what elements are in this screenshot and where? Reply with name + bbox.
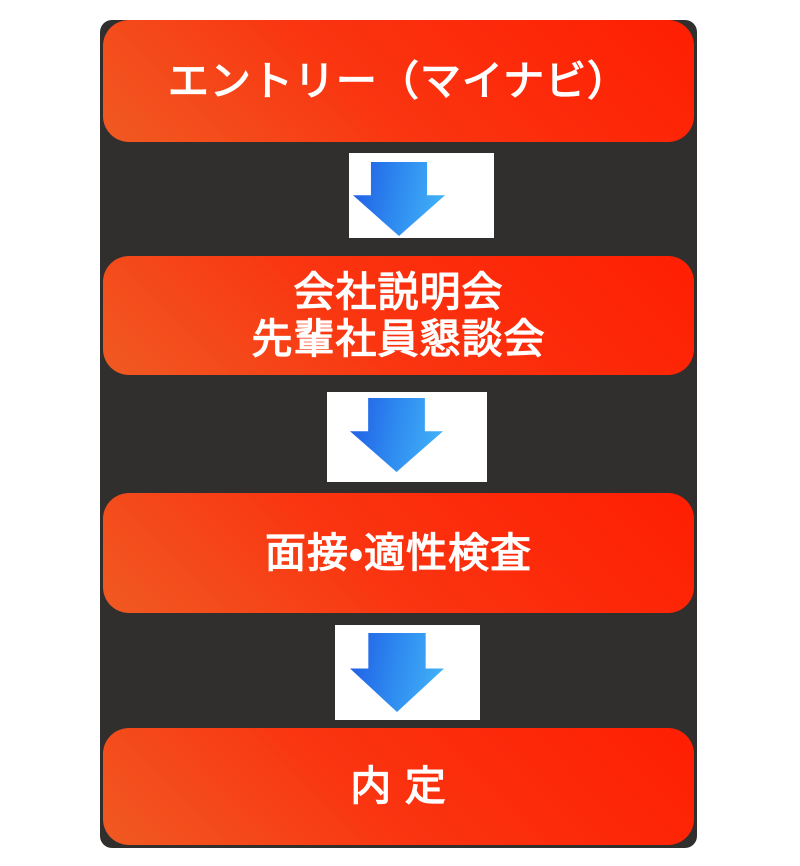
flow-step-company-session-label-line1: 会社説明会	[293, 268, 504, 315]
flow-step-job-offer: 内 定	[103, 728, 694, 845]
flow-step-entry: エントリー（マイナビ）	[103, 20, 694, 142]
flow-step-company-session: 会社説明会 先輩社員懇談会	[103, 256, 694, 375]
flow-step-interview-aptitude: 面接・適性検査	[103, 493, 694, 613]
flow-step-interview-aptitude-label: 面接・適性検査	[265, 529, 532, 576]
flow-step-job-offer-label: 内 定	[350, 763, 447, 809]
flow-step-entry-label: エントリー（マイナビ）	[167, 57, 630, 104]
flow-step-company-session-label-line2: 先輩社員懇談会	[251, 315, 546, 362]
